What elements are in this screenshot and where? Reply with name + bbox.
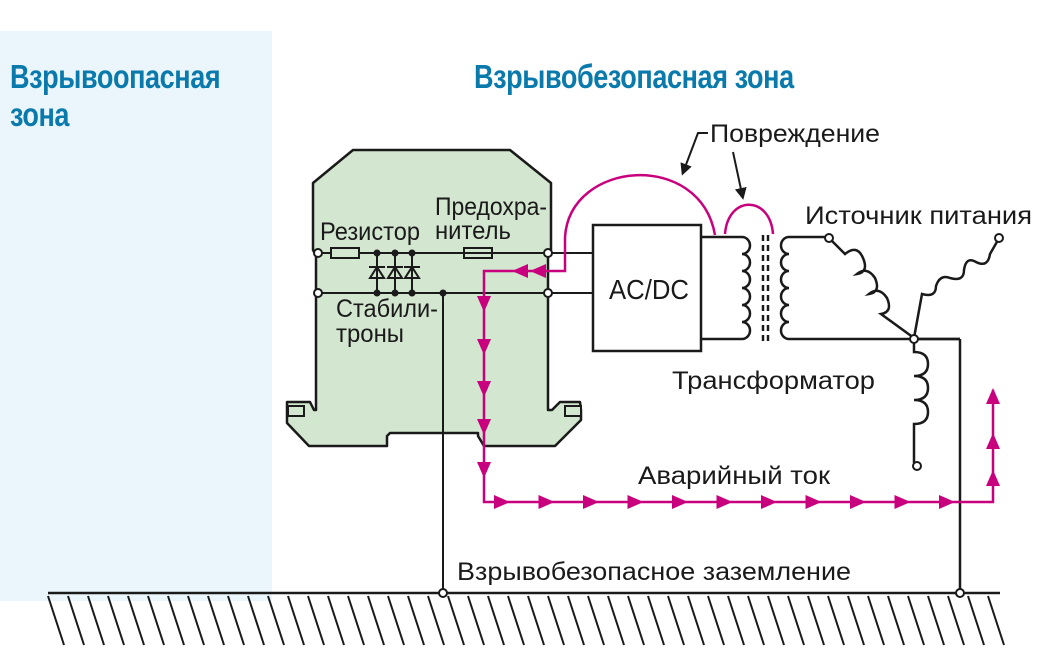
power-source-terminals (824, 233, 1004, 471)
ground-hatch-line (67, 595, 85, 646)
ground-hatch-line (347, 595, 365, 646)
fault-arrowhead (986, 470, 1000, 486)
ground-hatch-line (107, 595, 125, 646)
ground-hatch-line (527, 595, 545, 646)
converter-label: AC/DC (609, 274, 689, 305)
ground-hatch-line (207, 595, 225, 646)
ground-hatch-line (407, 595, 425, 646)
ground-hatch-line (727, 595, 745, 646)
ground-hatch-line (307, 595, 325, 646)
ground-hatch-line (507, 595, 525, 646)
transformer-symbol (701, 235, 960, 341)
hazardous-zone-title-line2: зона (10, 96, 70, 133)
damage-label: Повреждение (710, 120, 880, 148)
ground-terminals (438, 588, 965, 598)
transformer-label: Трансформатор (672, 367, 875, 395)
fault-arrowhead (672, 495, 688, 509)
fault-arrowhead (477, 381, 491, 397)
hazardous-zone-title: Взрывоопасная зона (10, 58, 221, 134)
fault-arrowhead (494, 495, 510, 509)
fault-current-arrows (477, 264, 1000, 509)
power-source-windings (830, 239, 1000, 593)
ground-hatch-line (747, 595, 765, 646)
power-source-label: Источник питания (805, 202, 1032, 230)
ground-hatch-line (147, 595, 165, 646)
zener-label-line2: троны (336, 320, 404, 348)
fault-arrowhead (538, 495, 555, 509)
ground-hatch-line (467, 595, 485, 646)
fuse-label-line1: Предохра- (435, 193, 547, 221)
ground-hatch-line (387, 595, 405, 646)
fault-arrowhead (627, 495, 644, 509)
zener-diodes (368, 249, 447, 297)
resistor-label: Резистор (320, 218, 420, 246)
ground-hatch-line (987, 595, 1005, 646)
fault-arrowhead (530, 264, 546, 278)
zener-label-line1: Стабили- (336, 295, 438, 323)
fault-arrowhead (477, 296, 491, 312)
ground-hatch-line (167, 595, 185, 646)
ground-hatch-line (267, 595, 285, 646)
ground-hatch-line (627, 595, 645, 646)
ground-hatch-line (647, 595, 665, 646)
fault-arrowhead (716, 495, 733, 509)
ground-hatch-line (47, 595, 65, 646)
damage-pointers (680, 132, 747, 200)
barrier-terminals (313, 248, 553, 298)
ground-hatching (47, 595, 1005, 646)
ground-hatch-line (87, 595, 105, 646)
ground-hatch-line (827, 595, 845, 646)
ground-hatch-line (707, 595, 725, 646)
ground-hatch-line (887, 595, 905, 646)
ground-hatch-line (867, 595, 885, 646)
ground-hatch-line (367, 595, 385, 646)
ground-hatch-line (907, 595, 925, 646)
fault-arrowhead (894, 495, 911, 509)
fuse-label-line2: нитель (435, 217, 511, 245)
ground-hatch-line (487, 595, 505, 646)
fault-arrowhead (939, 495, 955, 509)
fault-arrowhead (477, 339, 491, 355)
ground-hatch-line (847, 595, 865, 646)
ground-hatch-line (587, 595, 605, 646)
din-clip-left (287, 405, 305, 417)
ground-hatch-line (967, 595, 985, 646)
hazardous-zone-background (0, 31, 272, 601)
din-clip-right (564, 405, 582, 417)
fault-arrowhead (512, 264, 528, 278)
ground-hatch-line (427, 595, 445, 646)
ground-hatch-line (287, 595, 305, 646)
fault-arrowhead (477, 419, 491, 435)
acdc-converter-box (591, 223, 703, 353)
ground-hatch-line (327, 595, 345, 646)
safe-zone-title: Взрывобезопасная зона (474, 58, 794, 95)
fault-arrowhead (986, 388, 1000, 404)
fault-arrowhead (761, 495, 777, 509)
ground-hatch-line (667, 595, 685, 646)
safe-ground-label: Взрывобезопасное заземление (457, 558, 851, 586)
ground-hatch-line (187, 595, 205, 646)
ground-hatch-line (787, 595, 805, 646)
ground-hatch-line (447, 595, 465, 646)
ground-hatch-line (927, 595, 945, 646)
ground-hatch-line (247, 595, 265, 646)
hazardous-zone-title-line1: Взрывоопасная (10, 58, 221, 95)
fault-arrowhead (986, 433, 1000, 449)
fuse-symbol (463, 247, 493, 259)
resistor-symbol (330, 247, 360, 259)
ground-hatch-line (607, 595, 625, 646)
ground-hatch-line (127, 595, 145, 646)
fault-arrowhead (805, 495, 822, 509)
fault-arrowhead (850, 495, 866, 509)
ground-hatch-line (767, 595, 785, 646)
fault-arrowhead (477, 462, 491, 478)
ground-hatch-line (567, 595, 585, 646)
ground-hatch-line (947, 595, 965, 646)
ground-hatch-line (227, 595, 245, 646)
ground-hatch-line (807, 595, 825, 646)
ground-hatch-line (547, 595, 565, 646)
fault-arrowhead (583, 495, 599, 509)
fault-current-label: Аварийный ток (638, 462, 831, 490)
ground-hatch-line (687, 595, 705, 646)
